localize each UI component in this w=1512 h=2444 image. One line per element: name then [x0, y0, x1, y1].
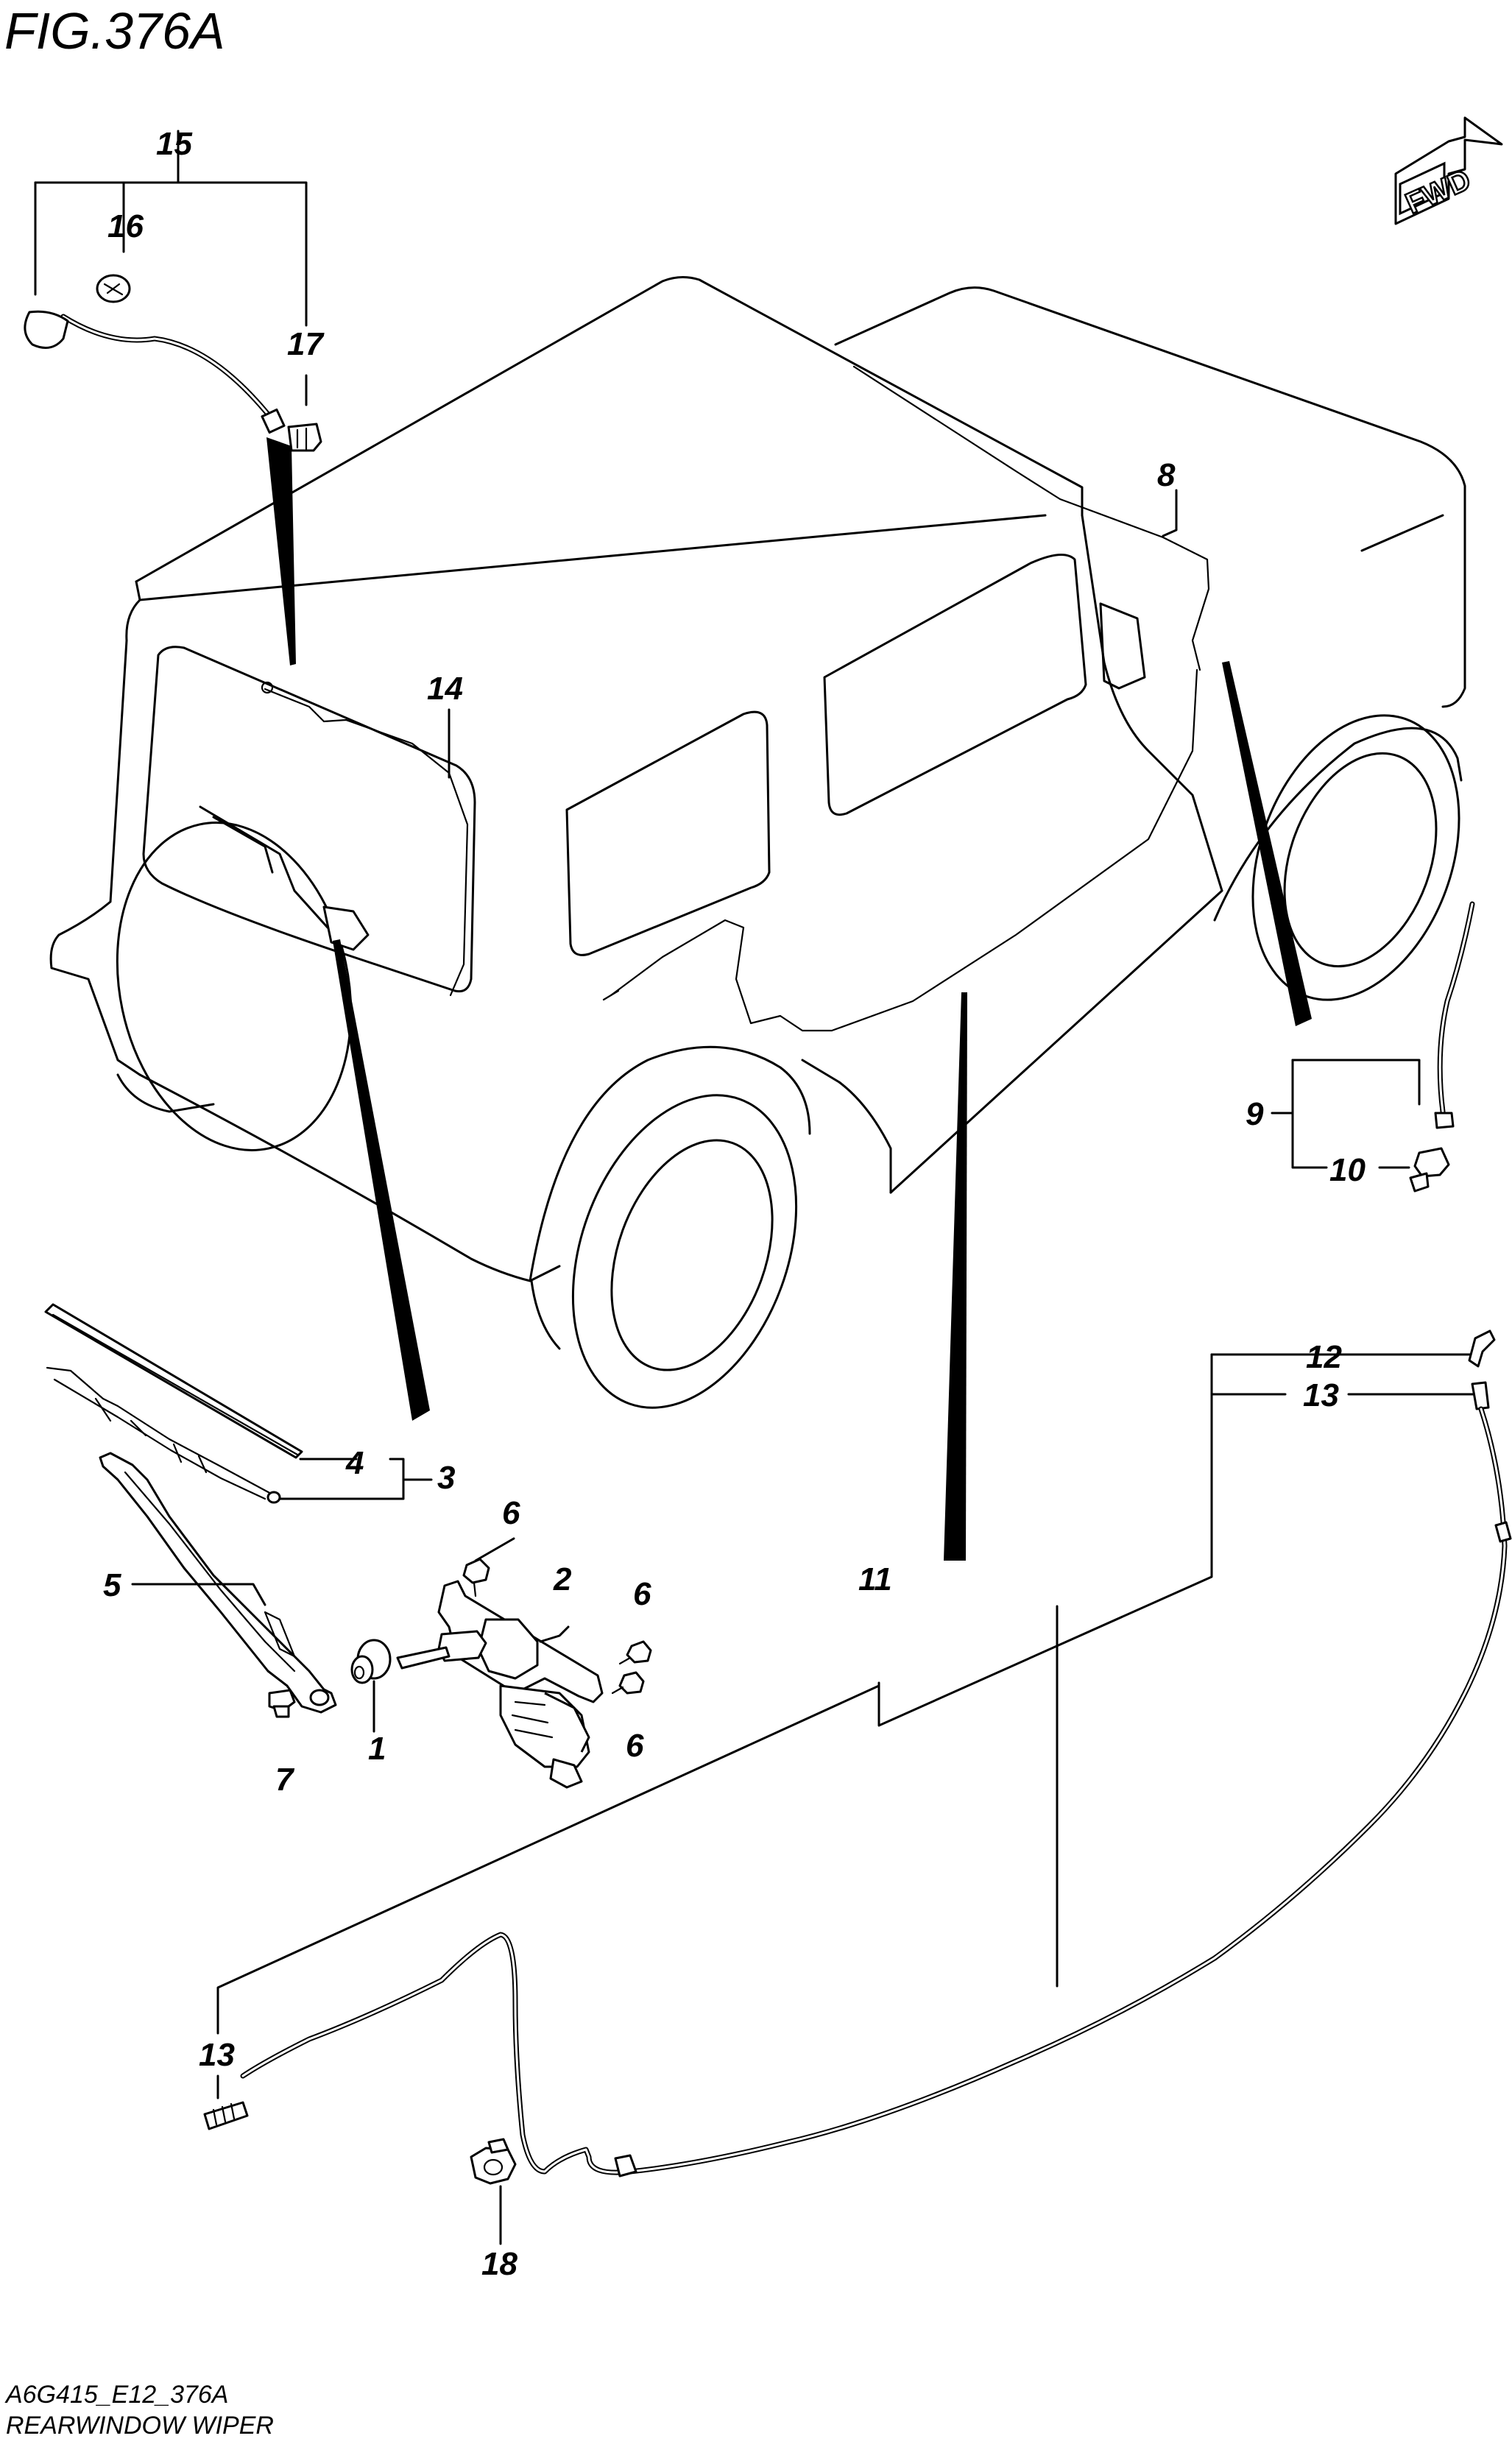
callout-16[interactable]: 16: [107, 208, 144, 244]
callout-9[interactable]: 9: [1246, 1096, 1264, 1132]
callout-11[interactable]: 11: [858, 1561, 892, 1597]
part-18-clamp: [470, 2138, 517, 2245]
pointer-wedge-wiper: [333, 939, 430, 1421]
figure-subtitle: REARWINDOW WIPER: [6, 2412, 274, 2440]
callout-12[interactable]: 12: [1306, 1339, 1342, 1375]
callout-10[interactable]: 10: [1329, 1152, 1366, 1188]
callout-3[interactable]: 3: [437, 1460, 455, 1496]
part-8-leader: [1162, 489, 1178, 537]
callout-13-lower[interactable]: 13: [199, 2037, 235, 2073]
callout-6-bottom[interactable]: 6: [626, 1728, 644, 1764]
callout-8[interactable]: 8: [1157, 457, 1176, 493]
pointer-wedge-hose: [944, 992, 967, 1561]
callout-1[interactable]: 1: [368, 1731, 386, 1767]
part-15-nozzle-assembly: [24, 130, 322, 452]
part-3-wiper-blade: [44, 1303, 433, 1504]
part-5-wiper-arm: [99, 1452, 337, 1718]
callout-5[interactable]: 5: [103, 1567, 121, 1603]
part-11-washer-hose: [203, 1329, 1512, 2178]
pointer-wedge-grommet: [1222, 661, 1312, 1026]
callout-4[interactable]: 4: [345, 1445, 364, 1481]
figure-title: FIG.376A: [4, 2, 225, 60]
callout-7[interactable]: 7: [275, 1762, 295, 1798]
part-9-hose: [1271, 901, 1475, 1193]
callout-13-upper[interactable]: 13: [1303, 1377, 1339, 1413]
part-2-wiper-motor: [396, 1537, 652, 1789]
callout-14[interactable]: 14: [427, 671, 463, 707]
callout-17[interactable]: 17: [287, 326, 325, 362]
part-1-grommet: [350, 1639, 392, 1733]
pointer-wedge-nozzle: [266, 437, 296, 665]
fwd-arrow-icon: FWD: [1394, 116, 1503, 225]
drawing-code: A6G415_E12_376A: [4, 2381, 228, 2409]
callout-6-mid[interactable]: 6: [633, 1576, 651, 1612]
callout-18[interactable]: 18: [481, 2246, 517, 2282]
callout-2[interactable]: 2: [553, 1561, 572, 1597]
callout-15[interactable]: 15: [156, 126, 192, 162]
vehicle-body: [49, 276, 1466, 1409]
callout-6-top[interactable]: 6: [502, 1495, 520, 1531]
